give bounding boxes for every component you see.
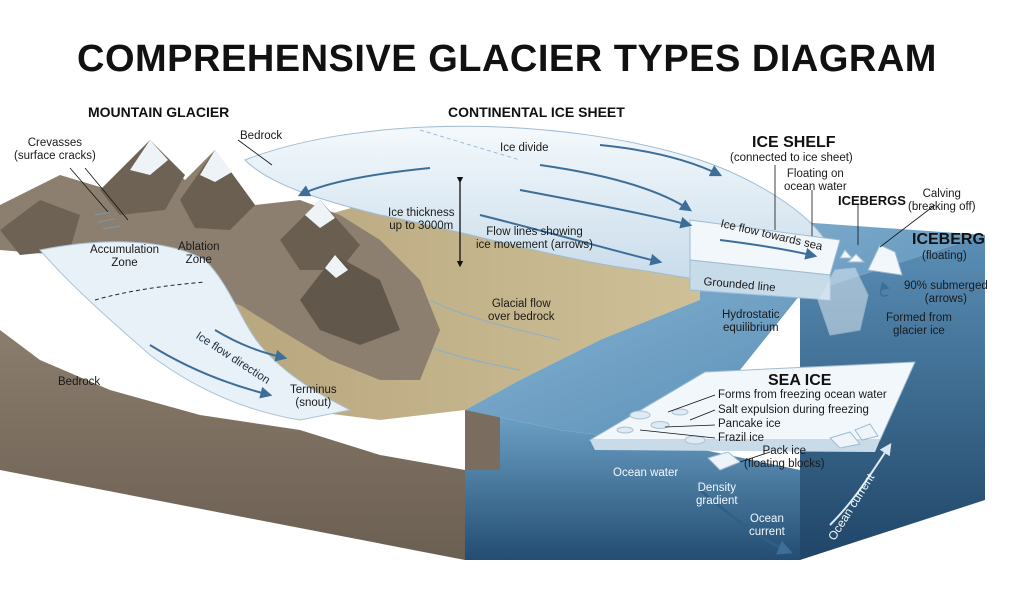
ice-shelf-heading: ICE SHELF [752,134,836,151]
forms-from-freezing-label: Forms from freezing ocean water [718,389,887,401]
ocean-current-arrow-front [699,489,793,555]
frazil-ice-label: Frazil ice [718,432,765,444]
ocean-water-label: Ocean water [613,467,679,479]
crevasses-label: Crevasses (surface cracks) [14,137,96,163]
flow-lines-label: Flow lines showing ice movement (arrows) [476,226,593,252]
salt-expulsion-label: Salt expulsion during freezing [718,404,869,416]
formed-from-label: Formed from glacier ice [886,312,952,338]
peak-2 [180,150,255,230]
bedrock-step [465,410,500,470]
calving-label: Calving (breaking off) [908,188,976,214]
bedrock-top-label: Bedrock [240,130,283,142]
ice-divide-label: Ice divide [500,142,549,154]
peak-4-snow [325,255,348,278]
pack-ice-label: Pack ice (floating blocks) [744,445,825,471]
continental-ice-sheet-heading: CONTINENTAL ICE SHEET [448,104,625,120]
pancake-ice [616,408,706,445]
bedrock-left-label: Bedrock [58,376,101,388]
iceberg-heading: ICEBERG [912,231,985,248]
peak-4 [300,255,400,345]
mountain-glacier-heading: MOUNTAIN GLACIER [88,104,230,120]
diagram-title: COMPREHENSIVE GLACIER TYPES DIAGRAM [77,38,937,80]
iceberg-submerged [817,267,869,336]
ocean-current-arrow-side [829,443,892,526]
glacier-divide-line [94,281,206,301]
iceberg-small-2 [839,249,854,259]
crevasse-marks [94,211,121,230]
iceberg-sub-label: (floating) [922,250,967,262]
ablation-zone-label: Ablation Zone [178,241,220,267]
ocean-current-front-label: Ocean current [749,513,785,539]
ocean-front-face [465,410,800,560]
iceberg-large [867,244,903,276]
sea-ice-front [590,440,880,452]
pack-ice-blocks [707,423,879,471]
peak-5 [0,200,80,255]
peak-1-snow [130,140,168,175]
floating-on-ocean-label: Floating on ocean water [784,168,847,194]
leader-lines [69,139,936,463]
ice-shelf-sub-label: (connected to ice sheet) [730,152,853,164]
peak-2-snow [200,150,232,182]
submerged-arrows [879,281,890,297]
valley-glacier [39,241,352,421]
accumulation-zone-label: Accumulation Zone [90,244,160,270]
pancake-ice-label: Pancake ice [718,418,781,430]
glacial-flow-label: Glacial flow over bedrock [488,298,555,324]
submerged-label: 90% submerged (arrows) [904,280,988,306]
valley-flow-arrows [149,329,288,399]
peak-3-snow [305,200,335,228]
terminus-label: Terminus (snout) [290,384,337,410]
bedrock-front-face [0,330,465,560]
sea-ice-heading: SEA ICE [768,372,832,389]
peak-3 [280,200,360,270]
ice-sheet-flow-arrows [297,144,818,266]
hydrostatic-label: Hydrostatic equilibrium [722,309,780,335]
icebergs-heading: ICEBERGS [838,193,906,208]
density-gradient-label: Density gradient [696,482,738,508]
ice-thickness-label: Ice thickness up to 3000m [388,207,455,233]
ice-divide-line [419,129,521,161]
